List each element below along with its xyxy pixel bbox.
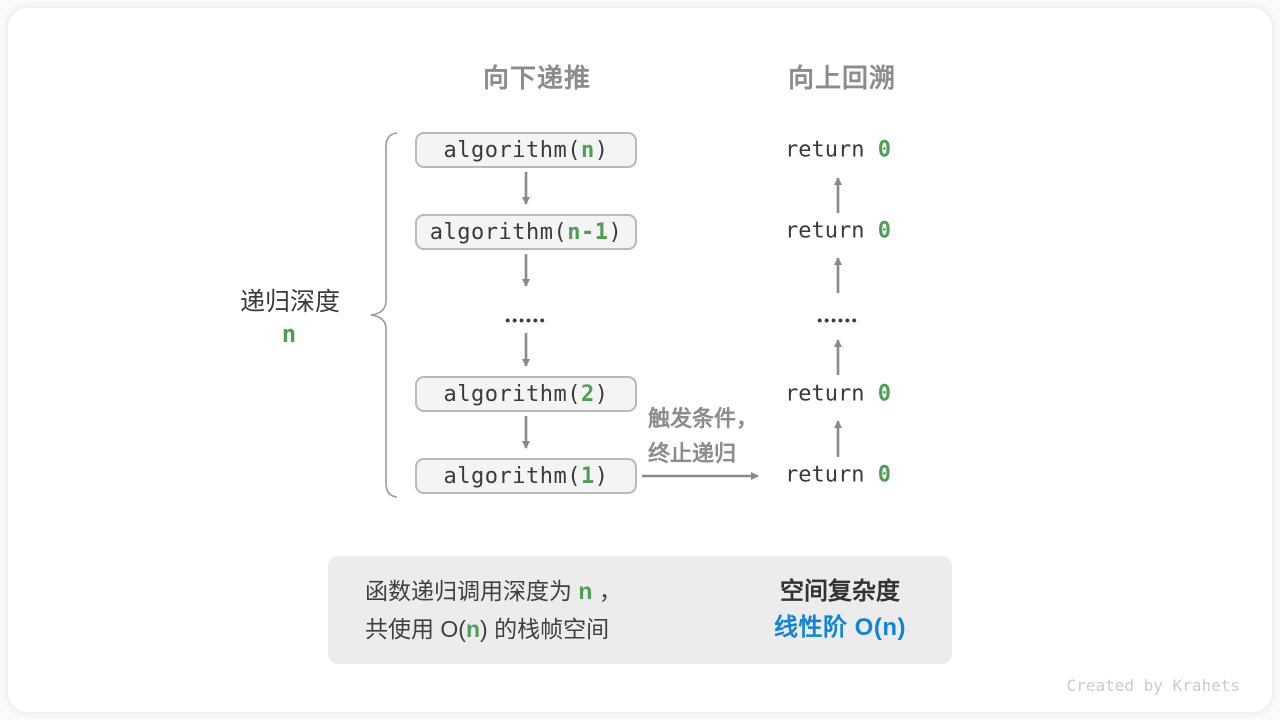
return-statement: return 0 <box>785 137 891 163</box>
call-box-algorithm-n-1: algorithm(n-1) <box>415 214 637 250</box>
summary-left-text: 函数递归调用深度为 n ， 共使用 O(n) 的栈帧空间 <box>365 572 622 648</box>
call-box-algorithm-n: algorithm(n) <box>415 132 637 168</box>
return-ellipsis: •••••• <box>817 312 859 328</box>
credit-text: Created by Krahets <box>1066 676 1240 695</box>
return-statement: return 0 <box>785 218 891 244</box>
trigger-note: 触发条件， 终止递归 <box>648 401 758 471</box>
space-complexity-value: 线性阶 O(n) <box>774 614 906 641</box>
call-box-algorithm-1: algorithm(1) <box>415 458 637 494</box>
header-recurse-down: 向下递推 <box>482 63 592 93</box>
summary-panel: 函数递归调用深度为 n ， 共使用 O(n) 的栈帧空间 空间复杂度 线性阶 O… <box>328 556 952 664</box>
call-box-label: algorithm(1) <box>443 463 609 489</box>
space-complexity-title: 空间复杂度 <box>779 578 900 605</box>
summary-left-line1: 函数递归调用深度为 n ， <box>365 578 622 604</box>
call-box-label: algorithm(2) <box>443 381 609 407</box>
return-statement: return 0 <box>785 381 891 407</box>
depth-value: n <box>281 320 297 348</box>
summary-left-line2: 共使用 O(n) 的栈帧空间 <box>365 616 610 642</box>
summary-right-text: 空间复杂度 线性阶 O(n) <box>774 574 906 646</box>
return-statement: return 0 <box>785 462 891 488</box>
trigger-line1: 触发条件， <box>648 406 759 431</box>
depth-label: 递归深度 <box>239 288 341 316</box>
header-backtrack-up: 向上回溯 <box>787 63 897 93</box>
call-box-label: algorithm(n) <box>443 137 609 163</box>
call-stack-ellipsis: •••••• <box>505 312 547 328</box>
trigger-line2: 终止递归 <box>648 441 737 466</box>
call-box-algorithm-2: algorithm(2) <box>415 376 637 412</box>
call-box-label: algorithm(n-1) <box>429 219 623 245</box>
